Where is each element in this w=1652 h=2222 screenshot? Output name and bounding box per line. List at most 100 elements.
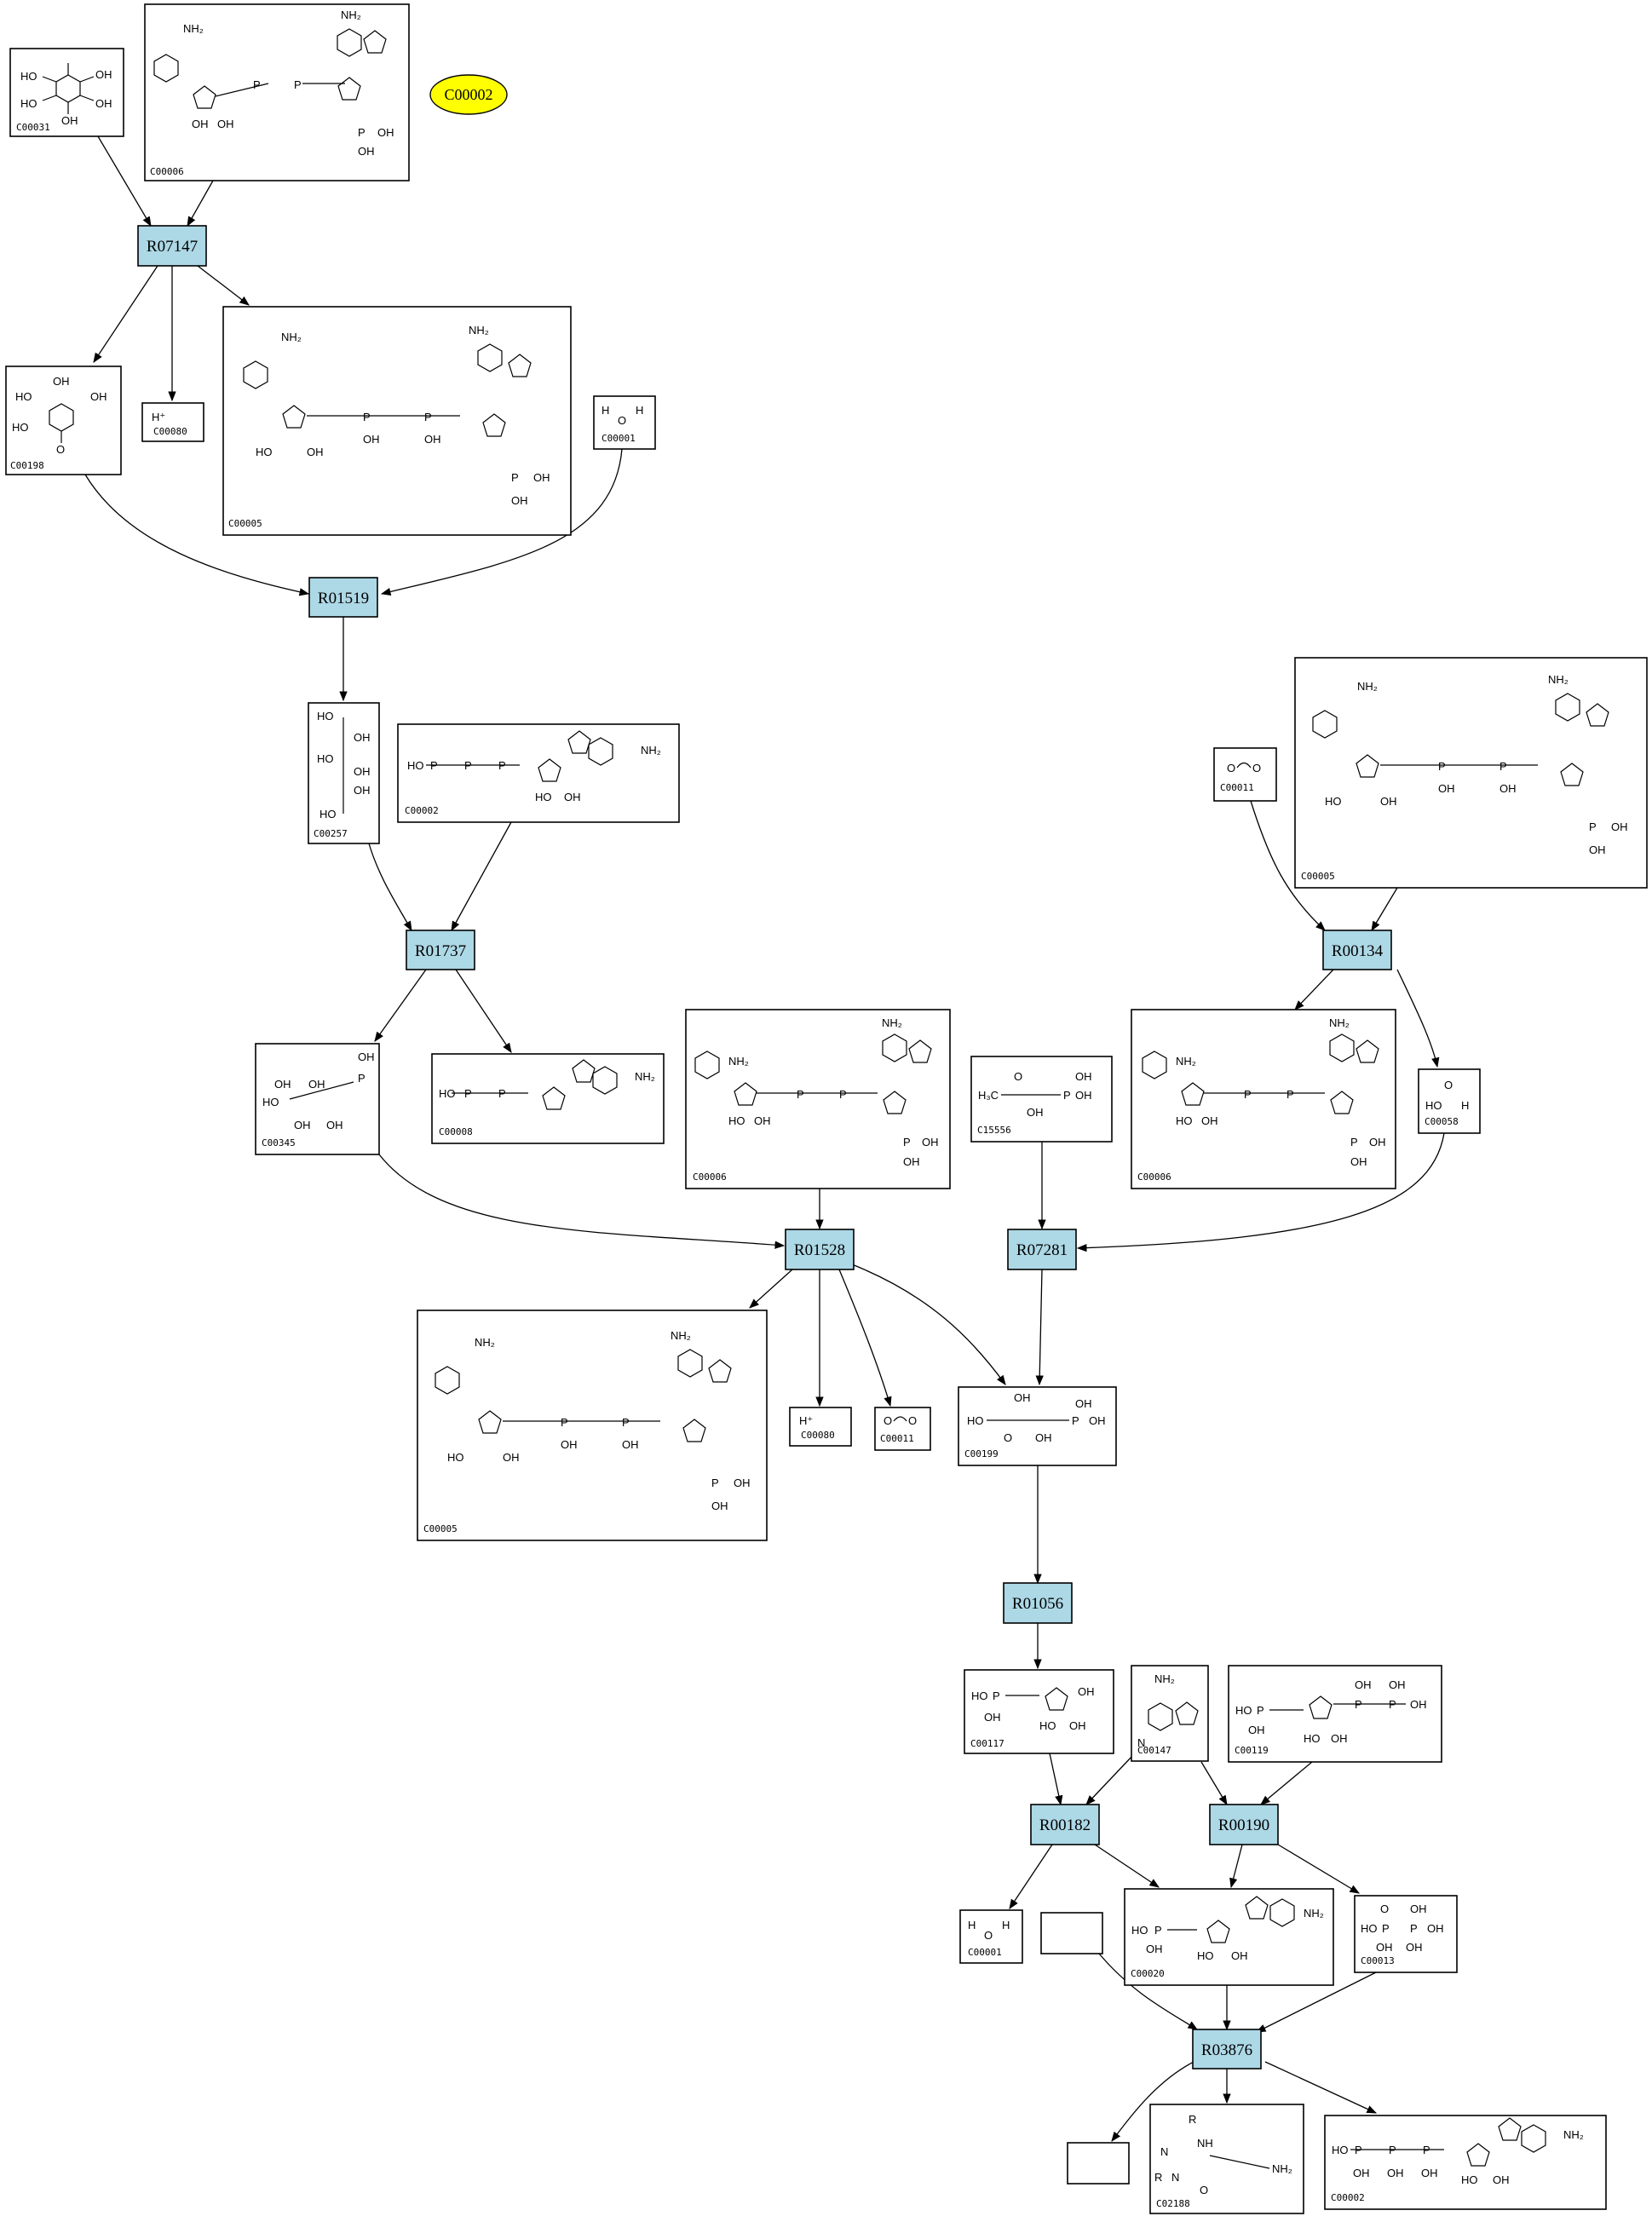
compound-c00031[interactable]: HO OH OH HO OH C00031: [9, 48, 124, 137]
svg-text:HO: HO: [1304, 1732, 1321, 1745]
compound-c00005-top[interactable]: P P NH₂ NH₂ HO OH OH OH P OH OH C00005: [222, 306, 572, 536]
compound-c00020[interactable]: HO P OH NH₂ HO OH C00020: [1124, 1888, 1334, 1986]
compound-c00002-mid[interactable]: HO P P P NH₂ HO OH C00002: [397, 723, 680, 823]
compound-c15556[interactable]: H₃C O OH P OH OH C15556: [970, 1056, 1113, 1143]
compound-c00119[interactable]: HO P OH P P OH OH OH HO OH C00119: [1228, 1665, 1442, 1763]
svg-text:OH: OH: [1353, 2167, 1370, 2179]
compound-c02188[interactable]: R NH N R N NH₂ O C02188: [1149, 2104, 1304, 2214]
reaction-r00190[interactable]: R00190: [1209, 1804, 1279, 1845]
svg-text:P: P: [424, 411, 432, 423]
compound-empty-input[interactable]: [1040, 1912, 1103, 1954]
edge-c00117-r00182: [1049, 1753, 1063, 1806]
svg-text:P: P: [993, 1690, 1000, 1702]
compound-c00013[interactable]: HO P P OH O OH OH OH C00013: [1354, 1895, 1458, 1973]
compound-label: C00119: [1235, 1745, 1269, 1756]
svg-text:NH₂: NH₂: [1329, 1016, 1350, 1029]
compound-c00006-right[interactable]: P P NH₂ NH₂ HO OH P OH OH C00006: [1131, 1009, 1396, 1189]
svg-text:OH: OH: [308, 1078, 325, 1091]
reaction-r00134[interactable]: R00134: [1322, 930, 1392, 970]
svg-text:OH: OH: [377, 126, 394, 139]
compound-c00147[interactable]: NH₂ N C00147: [1131, 1665, 1209, 1762]
compound-empty-output[interactable]: [1067, 2142, 1130, 2185]
compound-c00117[interactable]: HO P OH OH HO OH C00117: [964, 1669, 1114, 1754]
reaction-r01056[interactable]: R01056: [1003, 1582, 1073, 1624]
compound-label: C15556: [977, 1125, 1011, 1136]
compound-c00001-top[interactable]: H O H C00001: [593, 395, 656, 450]
compound-c00006-mid[interactable]: P P NH₂ NH₂ HO OH P OH OH C00006: [685, 1009, 951, 1189]
svg-text:OH: OH: [561, 1438, 578, 1451]
svg-text:OH: OH: [294, 1119, 311, 1131]
svg-text:O: O: [1227, 762, 1235, 774]
phosphogluconate-structure: OH HO OH OH OH OH P: [262, 1051, 375, 1131]
compound-label: C00006: [1137, 1171, 1171, 1183]
reaction-r01528[interactable]: R01528: [785, 1229, 855, 1270]
nadp-structure: P P NH₂ NH₂ HO OH P OH OH: [1142, 1016, 1386, 1168]
svg-text:OH: OH: [1421, 2167, 1438, 2179]
compound-c00199[interactable]: HO OH O OH P OH OH C00199: [958, 1386, 1117, 1466]
svg-text:OH: OH: [358, 145, 375, 158]
nadph-structure: P P NH₂ NH₂ HO OH OH OH P OH OH: [1312, 673, 1628, 856]
compound-c00005-bottom[interactable]: P P NH₂ NH₂ HO OH OH OH P OH OH C00005: [417, 1310, 768, 1541]
adenine-structure: NH₂ N: [1137, 1672, 1199, 1749]
reaction-r03876[interactable]: R03876: [1192, 2029, 1262, 2069]
compound-c00257[interactable]: HO OH HO OH OH HO C00257: [308, 702, 380, 844]
svg-text:OH: OH: [1146, 1943, 1163, 1955]
svg-text:OH: OH: [1075, 1397, 1092, 1410]
svg-text:OH: OH: [1389, 1678, 1406, 1691]
svg-text:R00134: R00134: [1332, 942, 1384, 960]
compound-c00011-right[interactable]: O O C00011: [1213, 747, 1277, 802]
atp-structure: HO P P P NH₂ HO OH: [407, 730, 661, 803]
compound-c00001-bottom[interactable]: H O H C00001: [959, 1909, 1023, 1964]
edge-r01528-c00011: [838, 1269, 892, 1407]
compound-c00080-top[interactable]: H⁺ C00080: [141, 402, 204, 442]
svg-text:H⁺: H⁺: [152, 411, 165, 423]
svg-text:HO: HO: [256, 446, 273, 458]
edge-r00134-c00006: [1294, 969, 1334, 1010]
svg-text:OH: OH: [984, 1711, 1001, 1724]
edge-c00001-r01519: [380, 448, 623, 596]
reaction-r01737[interactable]: R01737: [406, 930, 475, 970]
svg-text:NH₂: NH₂: [1272, 2162, 1292, 2175]
edge-r00190-c00020: [1229, 1844, 1243, 1889]
svg-text:H: H: [968, 1919, 976, 1931]
svg-text:P: P: [358, 1072, 366, 1085]
svg-text:R01737: R01737: [415, 942, 466, 960]
oh-label: OH: [95, 68, 112, 81]
compound-label: C00011: [880, 1433, 914, 1444]
compound-c00002-ellipse[interactable]: C00002: [429, 74, 508, 115]
svg-text:H: H: [636, 404, 643, 417]
edge-c00147-r00182: [1085, 1754, 1134, 1805]
svg-text:P: P: [294, 78, 302, 91]
reaction-r00182[interactable]: R00182: [1030, 1804, 1100, 1845]
reaction-r07147[interactable]: R07147: [137, 225, 207, 267]
edge-empty-r03876: [1098, 1953, 1198, 2030]
edge-c00345-r01528: [378, 1154, 786, 1249]
compound-label: C00001: [968, 1947, 1002, 1958]
compound-c00006-top[interactable]: P P NH₂ NH₂ OH OH P OH OH C00006: [144, 3, 410, 181]
compound-c00005-right[interactable]: P P NH₂ NH₂ HO OH OH OH P OH OH C00005: [1294, 657, 1648, 889]
reaction-r01519[interactable]: R01519: [308, 577, 378, 618]
svg-text:OH: OH: [503, 1451, 520, 1464]
edge-c00198-r01519: [84, 474, 310, 596]
svg-text:R03876: R03876: [1201, 2041, 1252, 2059]
svg-text:OH: OH: [1201, 1114, 1218, 1127]
compound-c00011-mid[interactable]: O O C00011: [874, 1407, 931, 1451]
compound-c00198[interactable]: O HO HO OH OH C00198: [5, 366, 122, 475]
svg-text:P: P: [1154, 1924, 1162, 1937]
svg-text:P: P: [1423, 2144, 1430, 2156]
compound-label: C00013: [1361, 1955, 1395, 1966]
compound-c00345[interactable]: OH HO OH OH OH OH P C00345: [255, 1043, 380, 1155]
svg-text:NH: NH: [1197, 2137, 1213, 2150]
svg-text:OH: OH: [1331, 1732, 1348, 1745]
svg-text:HO: HO: [317, 752, 334, 765]
c02188-structure: R NH N R N NH₂ O: [1154, 2113, 1292, 2196]
edge-c00257-r01737: [368, 843, 412, 932]
reaction-r07281[interactable]: R07281: [1007, 1229, 1077, 1270]
compound-c00080-mid[interactable]: H⁺ C00080: [789, 1407, 852, 1447]
compound-c00058[interactable]: O HO H C00058: [1418, 1068, 1481, 1134]
svg-text:NH₂: NH₂: [1563, 2128, 1584, 2141]
compound-c00008[interactable]: HO P P NH₂ C00008: [431, 1053, 665, 1144]
compound-c00002-bottom[interactable]: HO P P P NH₂ HO OH OH OH OH C00002: [1324, 2115, 1607, 2210]
svg-text:P: P: [464, 759, 472, 772]
